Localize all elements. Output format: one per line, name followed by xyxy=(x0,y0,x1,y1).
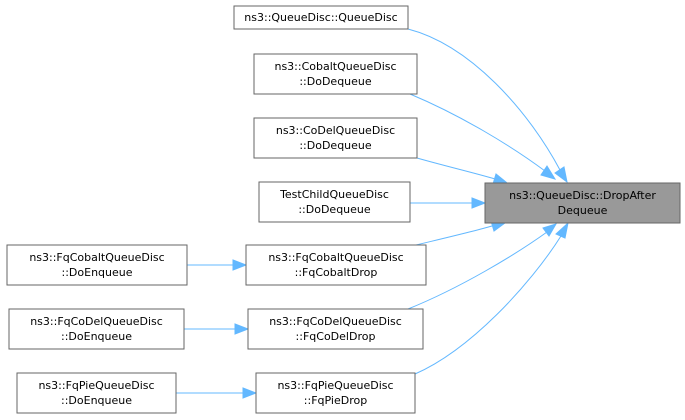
node-box xyxy=(233,5,409,30)
node-label: ns3::FqCobaltQueueDisc xyxy=(29,251,164,264)
edge-line xyxy=(414,235,562,375)
node-label: ns3::FqPieQueueDisc xyxy=(277,379,393,392)
edge-line xyxy=(407,231,548,310)
node-fqcodel-enqueue[interactable]: ns3::FqCoDelQueueDisc::DoEnqueue xyxy=(8,308,185,350)
node-label: ns3::CobaltQueueDisc xyxy=(274,60,396,73)
node-label: ns3::FqCoDelQueueDisc xyxy=(269,315,402,328)
node-box xyxy=(16,372,177,414)
node-box xyxy=(245,244,427,286)
edge-fqcobalt-drop-to-target xyxy=(415,220,507,246)
node-cobalt-dodequeue[interactable]: ns3::CobaltQueueDisc::DoDequeue xyxy=(253,53,418,95)
node-fqpie-enqueue[interactable]: ns3::FqPieQueueDisc::DoEnqueue xyxy=(16,372,177,414)
arrowhead-icon xyxy=(554,166,568,184)
edge-line xyxy=(416,157,496,180)
node-label: ns3::FqPieQueueDisc xyxy=(38,379,154,392)
node-box xyxy=(6,244,188,286)
arrowhead-icon xyxy=(540,165,557,180)
node-label: ::DoDequeue xyxy=(298,203,371,216)
edge-line xyxy=(415,225,493,246)
node-label: ::DoDequeue xyxy=(299,75,372,88)
node-label: ns3::QueueDisc::QueueDisc xyxy=(244,11,397,24)
edge-line xyxy=(409,93,546,172)
arrowhead-icon xyxy=(555,221,569,239)
node-label: ::DoDequeue xyxy=(299,139,372,152)
node-box xyxy=(255,372,416,414)
node-fqcobalt-drop[interactable]: ns3::FqCobaltQueueDisc::FqCobaltDrop xyxy=(245,244,427,286)
node-fqpie-drop[interactable]: ns3::FqPieQueueDisc::FqPieDrop xyxy=(255,372,416,414)
node-box xyxy=(253,117,418,159)
node-label: ns3::FqCoDelQueueDisc xyxy=(30,315,163,328)
node-label: TestChildQueueDisc xyxy=(279,188,389,201)
edge-testchild-dodequeue-to-target xyxy=(410,197,487,209)
node-label: ns3::FqCobaltQueueDisc xyxy=(268,251,403,264)
node-box xyxy=(8,308,185,350)
edge-fqcodel-enqueue-to-fqcodel-drop xyxy=(184,323,250,335)
node-qd-ctor[interactable]: ns3::QueueDisc::QueueDisc xyxy=(233,5,409,30)
node-label: ::DoEnqueue xyxy=(61,330,132,343)
arrowhead-icon xyxy=(542,223,558,237)
node-label: ns3::QueueDisc::DropAfter xyxy=(509,189,656,202)
arrowhead-icon xyxy=(242,387,258,399)
edge-fqcodel-drop-to-target xyxy=(407,223,558,310)
node-box xyxy=(247,308,424,350)
edge-fqpie-drop-to-target xyxy=(414,221,569,375)
edge-cobalt-dodequeue-to-target xyxy=(409,93,557,180)
node-label: ::DoEnqueue xyxy=(61,394,132,407)
edge-fqpie-enqueue-to-fqpie-drop xyxy=(176,387,258,399)
node-label: ::DoEnqueue xyxy=(62,266,133,279)
node-label: Dequeue xyxy=(558,204,608,217)
node-codel-dodequeue[interactable]: ns3::CoDelQueueDisc::DoDequeue xyxy=(253,117,418,159)
node-box xyxy=(258,181,411,223)
node-label: ::FqCobaltDrop xyxy=(295,266,378,279)
node-fqcobalt-enqueue[interactable]: ns3::FqCobaltQueueDisc::DoEnqueue xyxy=(6,244,188,286)
arrowhead-icon xyxy=(232,259,248,271)
edge-fqcobalt-enqueue-to-fqcobalt-drop xyxy=(187,259,248,271)
node-box xyxy=(253,53,418,95)
arrowhead-icon xyxy=(234,323,250,335)
node-label: ::FqCoDelDrop xyxy=(296,330,376,343)
node-label: ::FqPieDrop xyxy=(304,394,367,407)
arrowhead-icon xyxy=(471,197,487,209)
node-box xyxy=(484,182,681,224)
edge-qd-ctor-to-target xyxy=(407,28,568,184)
edge-line xyxy=(407,28,561,171)
node-fqcodel-drop[interactable]: ns3::FqCoDelQueueDisc::FqCoDelDrop xyxy=(247,308,424,350)
node-label: ns3::CoDelQueueDisc xyxy=(276,124,395,137)
node-testchild-dodequeue[interactable]: TestChildQueueDisc::DoDequeue xyxy=(258,181,411,223)
edge-codel-dodequeue-to-target xyxy=(416,157,508,185)
nodes-layer: ns3::QueueDisc::DropAfterDequeuens3::Que… xyxy=(6,5,681,414)
